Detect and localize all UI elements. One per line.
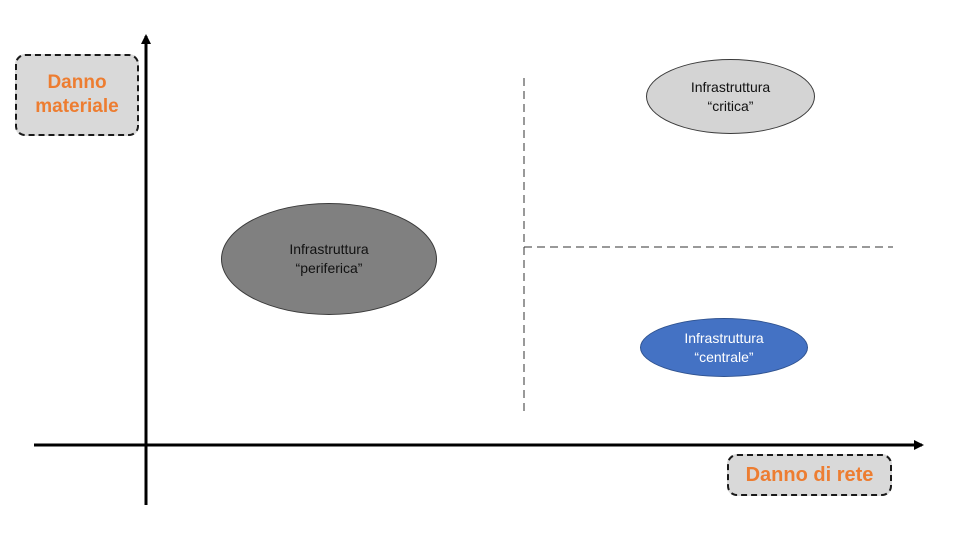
node-periferica-line2: “periferica” [295,260,363,276]
node-infrastruttura-periferica: Infrastruttura “periferica” [221,203,437,315]
node-centrale-line2: “centrale” [694,348,754,365]
node-critica-line1: Infrastruttura [690,78,771,95]
y-axis-label: Danno materiale [15,54,139,136]
node-periferica-line1: Infrastruttura [289,241,369,257]
node-centrale-line1: Infrastruttura [684,329,764,346]
node-infrastruttura-centrale: Infrastruttura “centrale” [640,318,808,377]
y-axis-label-line2: materiale [35,96,119,117]
node-infrastruttura-critica: Infrastruttura “critica” [646,59,815,134]
x-axis-label-text: Danno di rete [745,464,874,486]
x-axis-label: Danno di rete [727,454,892,496]
node-critica-line2: “critica” [707,97,754,114]
y-axis-label-line1: Danno [47,72,107,93]
